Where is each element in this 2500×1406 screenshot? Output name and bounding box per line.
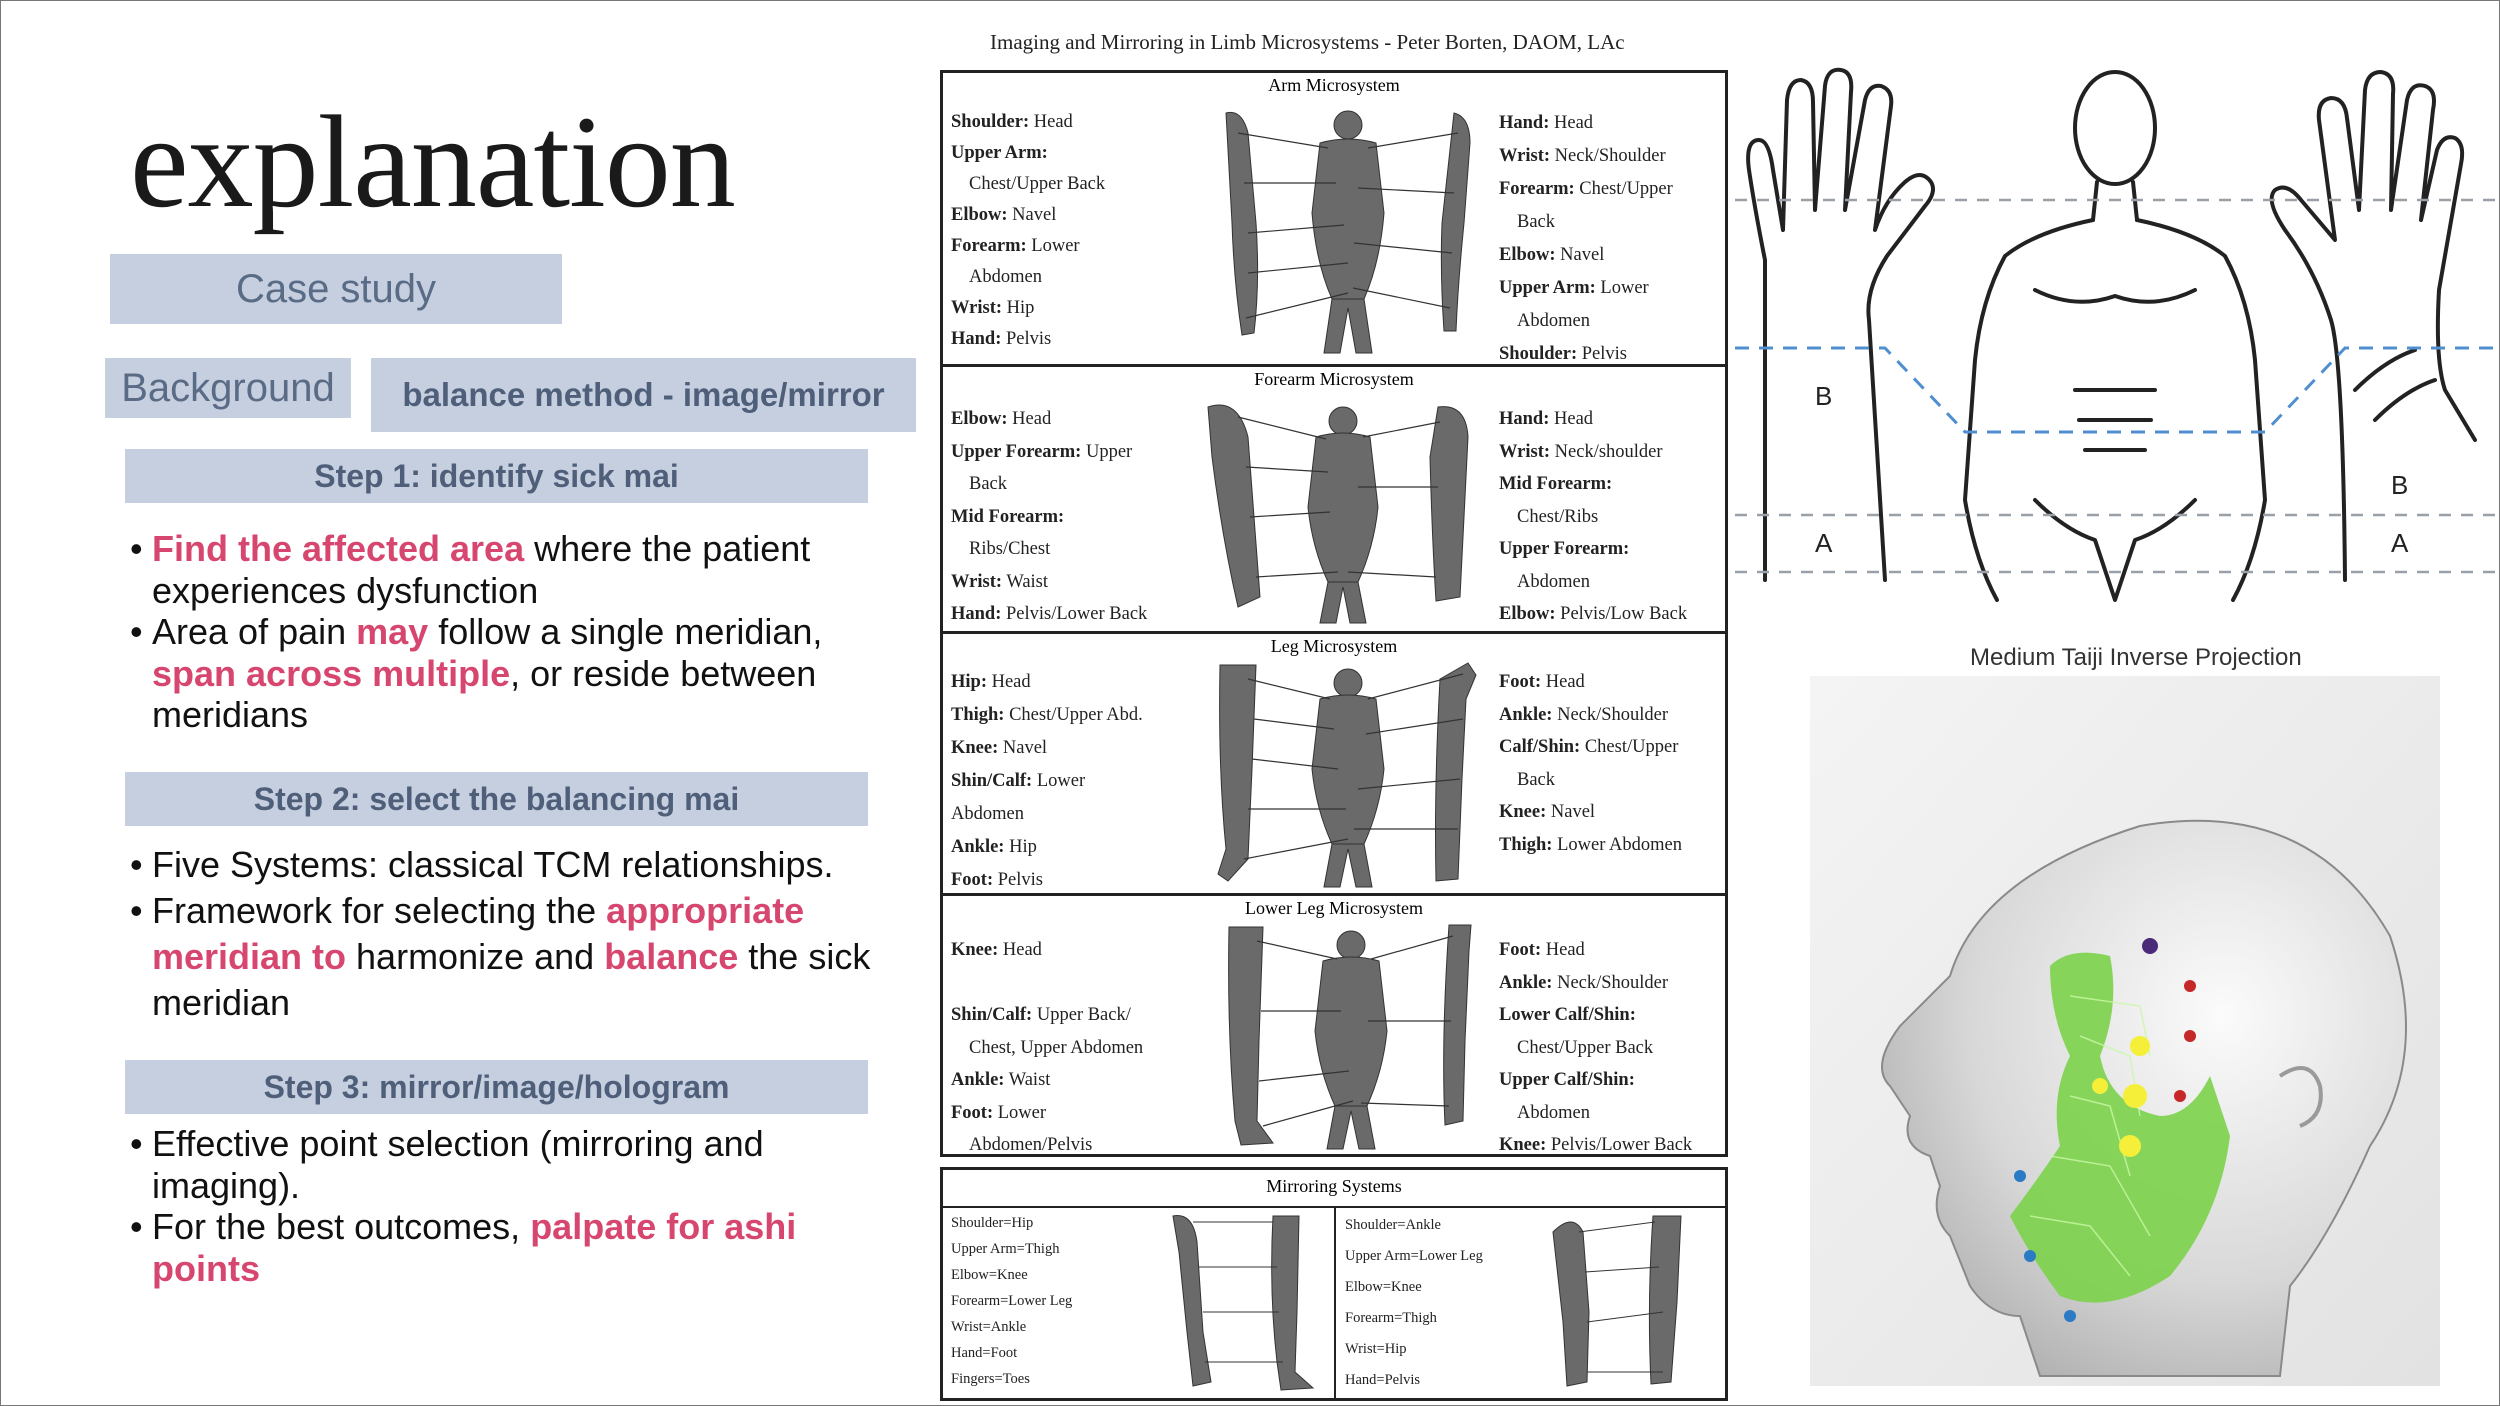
step3-bullet-1: Effective point selection (mirroring and… [130,1123,850,1206]
arm-panel-title: Arm Microsystem [1268,75,1400,95]
step3-bullet-2: For the best outcomes, palpate for ashi … [130,1206,850,1289]
arm-microsystem-panel: Arm Microsystem Shoulder: Head Upper Arm… [940,70,1728,368]
step2-bullet-2: Framework for selecting the appropriate … [130,888,920,1026]
step2-bullet-1: Five Systems: classical TCM relationship… [130,842,920,888]
mirroring-panel-title: Mirroring Systems [1266,1176,1402,1196]
lower-leg-panel-title: Lower Leg Microsystem [1245,898,1423,918]
step1-bullet-1: Find the affected area where the patient… [130,528,890,611]
leg-panel-title: Leg Microsystem [1270,636,1398,656]
step2-bullets: Five Systems: classical TCM relationship… [130,842,920,1026]
background-label: Background [105,358,351,418]
leg-statue-illustration [1217,662,1477,888]
slide-title: explanation [130,88,736,235]
mirror-divider-v [1334,1206,1336,1398]
label-b-left: B [1815,381,1832,411]
leg-left-labels: Hip: Head Thigh: Chest/Upper Abd. Knee: … [951,672,1143,890]
forearm-left-labels: Elbow: Head Upper Forearm: Upper Back Mi… [951,409,1148,624]
arm-right-labels: Hand: Head Wrist: Neck/Shoulder Forearm:… [1499,113,1673,364]
step3-bullets: Effective point selection (mirroring and… [130,1123,850,1289]
label-b-right: B [2391,470,2408,500]
arm-statue-illustration [1225,110,1471,354]
arm-left-labels: Shoulder: Head Upper Arm: Chest/Upper Ba… [951,112,1106,349]
label-a-right: A [2391,528,2409,558]
forearm-right-labels: Hand: Head Wrist: Neck/shoulder Mid Fore… [1499,409,1688,624]
mirror-right-limbs-illustration [1552,1215,1682,1387]
forearm-panel-title: Forearm Microsystem [1254,369,1414,389]
taiji-head-illustration [1810,676,2440,1386]
step3-header: Step 3: mirror/image/hologram [125,1060,868,1114]
forearm-statue-illustration [1207,404,1469,624]
taiji-points [2014,938,2196,1322]
case-study-label: Case study [110,254,562,324]
lower-leg-left-labels: Knee: Head Shin/Calf: Upper Back/ Chest,… [951,940,1144,1155]
figure-title: Imaging and Mirroring in Limb Microsyste… [990,30,1625,54]
lower-leg-right-labels: Foot: Head Ankle: Neck/Shoulder Lower Ca… [1499,940,1693,1155]
taiji-title: Medium Taiji Inverse Projection [1970,644,2302,671]
step1-header: Step 1: identify sick mai [125,449,868,503]
balance-method-label: balance method - image/mirror [371,358,916,432]
leg-microsystem-panel: Leg Microsystem Hip: Head Thigh: Chest/U… [940,631,1728,897]
body-hands-diagram: B A B A [1735,67,2495,602]
lower-leg-statue-illustration [1228,924,1472,1150]
mirror-left-limbs-illustration [1172,1215,1315,1391]
step1-bullets: Find the affected area where the patient… [130,528,890,736]
step1-bullet-2: Area of pain may follow a single meridia… [130,611,890,736]
step2-header: Step 2: select the balancing mai [125,772,868,826]
forearm-microsystem-panel: Forearm Microsystem Elbow: Head Upper Fo… [940,364,1728,635]
label-a-left: A [1815,528,1833,558]
leg-right-labels: Foot: Head Ankle: Neck/Shoulder Calf/Shi… [1499,672,1682,855]
lower-leg-microsystem-panel: Lower Leg Microsystem Knee: Head Shin/Ca… [940,893,1728,1157]
